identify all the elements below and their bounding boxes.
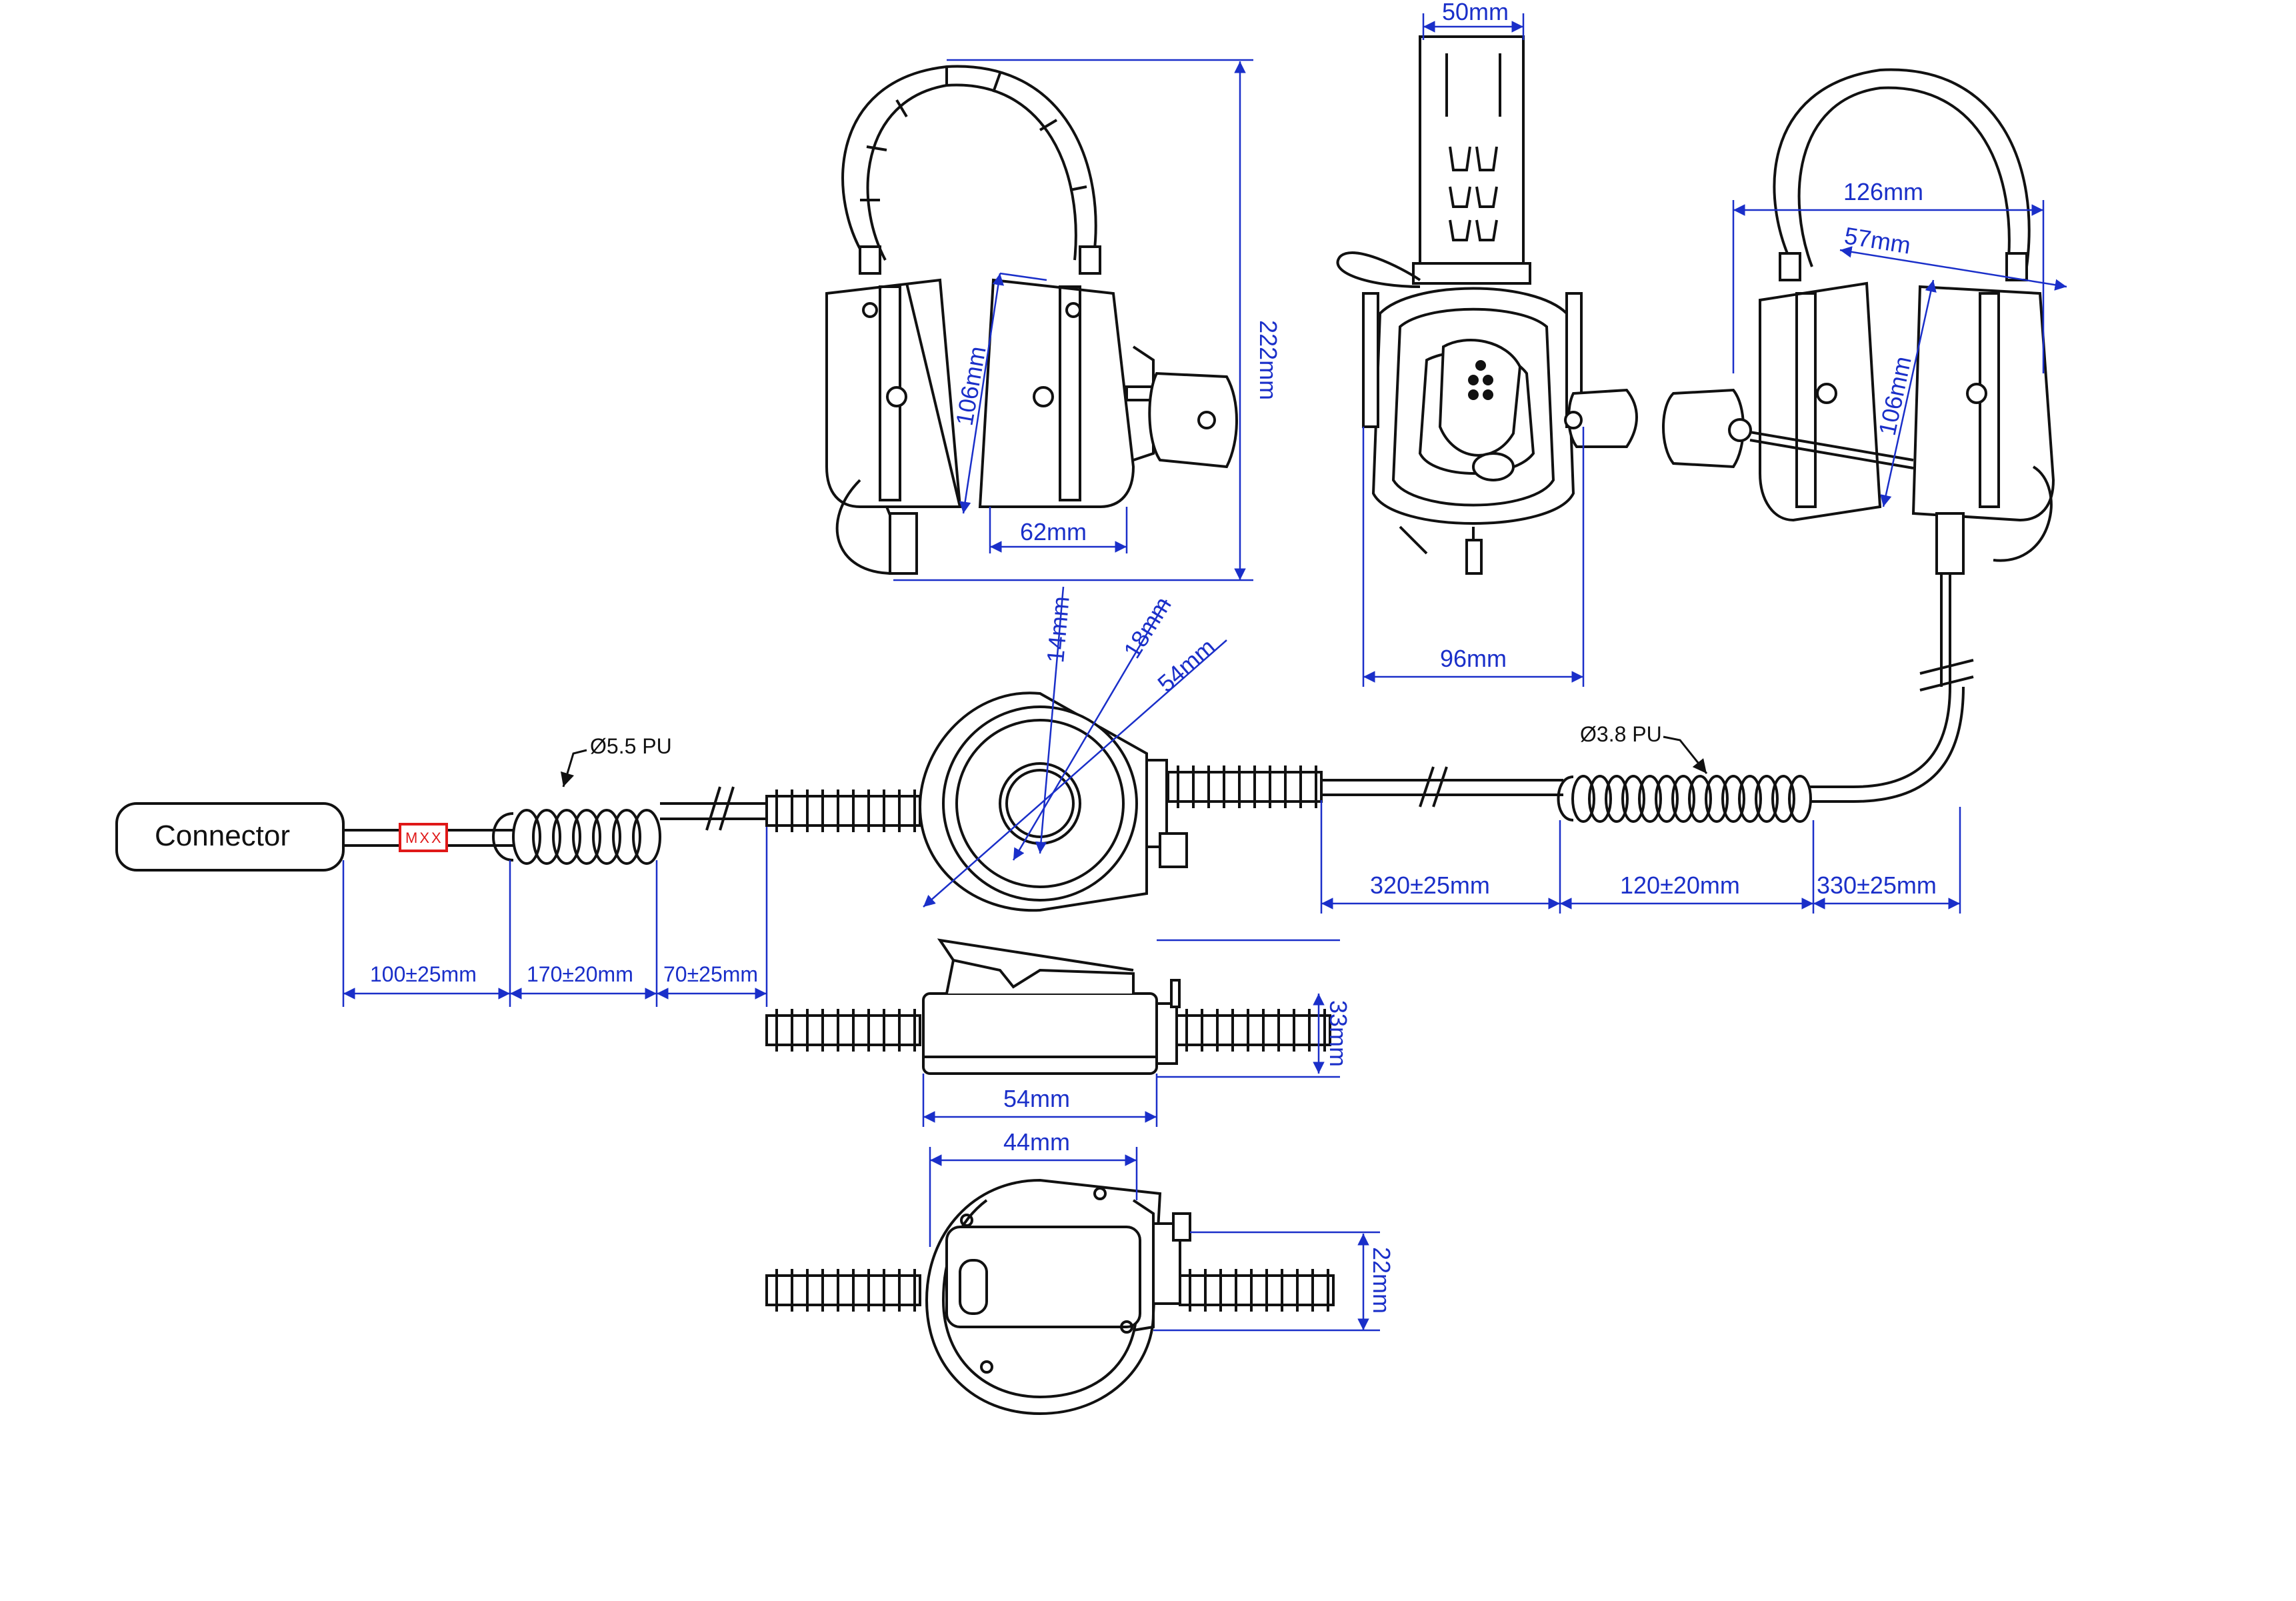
ptt-side-view: 33mm 54mm bbox=[765, 938, 1352, 1127]
cable-a-label: Ø5.5 PU bbox=[590, 734, 672, 758]
cable-b-label: Ø3.8 PU bbox=[1580, 722, 1662, 746]
connector-label: Connector bbox=[155, 820, 290, 852]
headset-front-view: 222mm 106mm 62mm bbox=[825, 59, 1282, 581]
dim-seg-3: 70±25mm bbox=[663, 962, 758, 986]
dim-seg-4: 320±25mm bbox=[1370, 872, 1490, 899]
mxx-label-box bbox=[399, 823, 448, 852]
coiled-cable-a bbox=[492, 809, 661, 865]
dim-seg-5: 120±20mm bbox=[1620, 872, 1740, 899]
headset-back-view: 50mm 96mm bbox=[1336, 0, 1638, 687]
dim-cup-width-side: 57mm bbox=[1843, 221, 1913, 259]
coiled-cable-b bbox=[1557, 775, 1812, 823]
dim-ptt-18: 18mm bbox=[1118, 592, 1177, 663]
dim-headband-height: 222mm bbox=[1255, 320, 1282, 400]
dim-ptt-side-width: 54mm bbox=[1003, 1085, 1070, 1112]
dim-cup-height-side: 106mm bbox=[1873, 354, 1917, 438]
dim-top-width: 50mm bbox=[1442, 0, 1509, 25]
mxx-label: MXX bbox=[405, 830, 443, 846]
dim-ptt-54: 54mm bbox=[1152, 633, 1220, 697]
dim-span-width: 126mm bbox=[1843, 178, 1923, 205]
connector-box bbox=[115, 802, 345, 872]
dim-ptt-back-height: 22mm bbox=[1368, 1247, 1395, 1314]
dim-ptt-side-height: 33mm bbox=[1325, 1000, 1352, 1067]
headset-side-view: 126mm 57mm 106mm bbox=[1662, 68, 2067, 687]
dim-ptt-14: 14mm bbox=[1041, 595, 1075, 663]
dim-cup-depth-front: 62mm bbox=[1020, 518, 1087, 545]
dim-seg-1: 100±25mm bbox=[370, 962, 477, 986]
ptt-front-view bbox=[918, 691, 1188, 912]
dim-seg-2: 170±20mm bbox=[527, 962, 633, 986]
dim-ptt-back-width: 44mm bbox=[1003, 1128, 1070, 1156]
ptt-back-view: 44mm 22mm bbox=[765, 1128, 1395, 1416]
cable-length-dims: 100±25mm 170±20mm 70±25mm 320±25mm 120±2… bbox=[342, 800, 1961, 1007]
dim-seg-6: 330±25mm bbox=[1817, 872, 1937, 899]
dim-back-width: 96mm bbox=[1440, 645, 1507, 672]
